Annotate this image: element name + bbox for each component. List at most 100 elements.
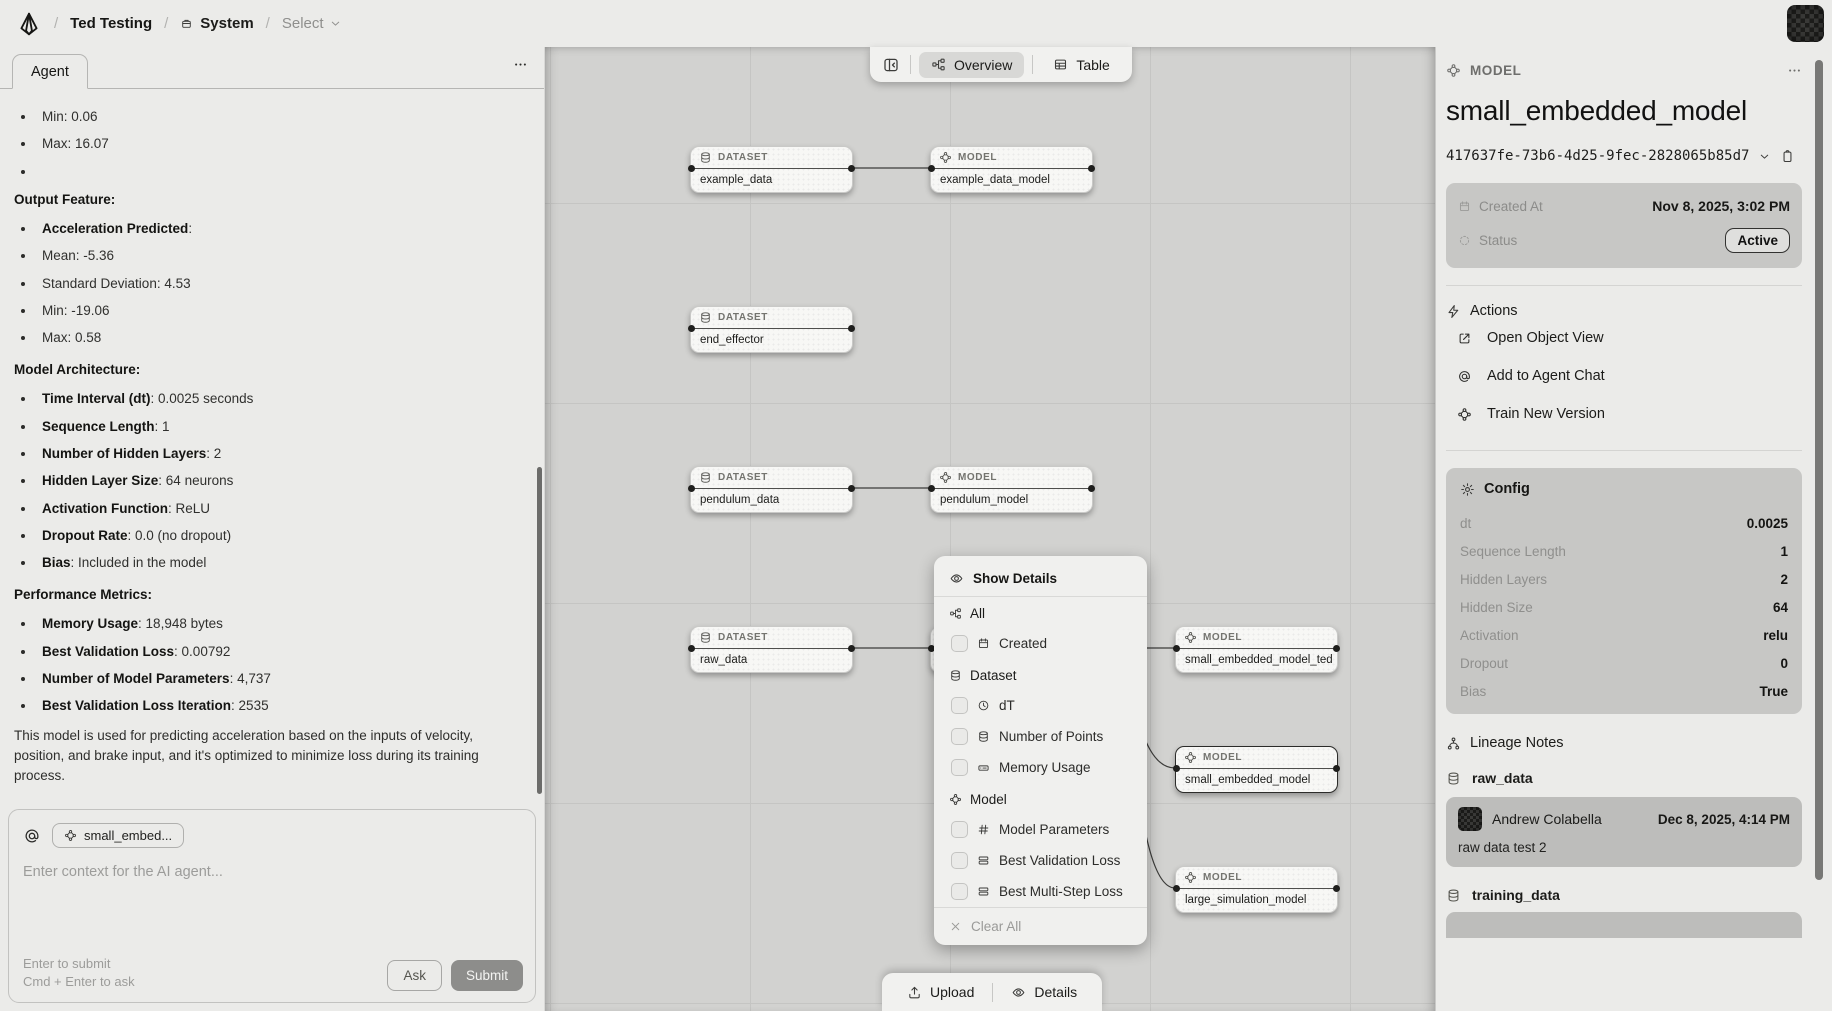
user-avatar[interactable] (1787, 5, 1824, 42)
eye-icon (1011, 985, 1026, 1000)
context-chip[interactable]: small_embed... (52, 823, 185, 848)
at-mention-icon[interactable] (23, 827, 41, 845)
collapse-panel-button[interactable] (880, 53, 902, 77)
copy-icon[interactable] (1780, 149, 1795, 164)
action-add-to-agent-chat[interactable]: Add to Agent Chat (1446, 357, 1802, 395)
edge-port (1173, 765, 1180, 772)
lineage-dataset-raw_data[interactable]: raw_data (1446, 765, 1802, 795)
left-panel-scrollbar[interactable] (537, 467, 542, 794)
config-label: Bias (1460, 683, 1487, 699)
agent-bullet: Dropout Rate: 0.0 (no dropout) (14, 528, 514, 545)
node-type-label: DATASET (718, 312, 768, 323)
ask-button[interactable]: Ask (387, 960, 442, 991)
collapse-panel-icon (882, 56, 900, 74)
checkbox[interactable] (951, 728, 968, 745)
node-type-header: MODEL (931, 147, 1092, 169)
node-raw_data[interactable]: DATASET raw_data (688, 626, 855, 673)
dataset-name: raw_data (1472, 770, 1533, 786)
agent-bullet: Bias: Included in the model (14, 555, 514, 572)
submit-button[interactable]: Submit (450, 960, 523, 991)
breadcrumb-section[interactable]: System (180, 15, 254, 32)
breadcrumb-project[interactable]: Ted Testing (70, 15, 153, 32)
clear-all-button[interactable]: Clear All (934, 908, 1147, 937)
composer-chip-row: small_embed... (23, 823, 521, 848)
breadcrumb-separator: / (54, 15, 59, 32)
action-label: Add to Agent Chat (1487, 368, 1605, 384)
top-bar: / Ted Testing / System / Select (0, 0, 1832, 47)
agent-bullet: Min: 0.06 (14, 109, 514, 126)
object-title: small_embedded_model (1446, 95, 1748, 126)
checkbox[interactable] (951, 635, 968, 652)
hierarchy-icon (1446, 736, 1461, 751)
filter-option-model-parameters[interactable]: Model Parameters (934, 814, 1147, 845)
filter-option-created[interactable]: Created (934, 628, 1147, 659)
tab-overview[interactable]: Overview (919, 51, 1025, 78)
meta-label: Created At (1458, 199, 1543, 214)
action-open-object-view[interactable]: Open Object View (1446, 319, 1802, 357)
agent-section-heading: Model Architecture: (14, 362, 141, 378)
edge-port (1333, 885, 1340, 892)
checkbox[interactable] (951, 852, 968, 869)
checkbox[interactable] (951, 883, 968, 900)
note-author: Andrew Colabella (1492, 811, 1602, 827)
filter-option-number-of-points[interactable]: Number of Points (934, 721, 1147, 752)
system-icon (180, 17, 193, 30)
upload-icon (907, 985, 922, 1000)
gear-icon (1460, 482, 1475, 497)
checkbox[interactable] (951, 759, 968, 776)
checkbox[interactable] (951, 697, 968, 714)
filter-option-best-validation-loss[interactable]: Best Validation Loss (934, 845, 1147, 876)
filter-option-memory-usage[interactable]: Memory Usage (934, 752, 1147, 783)
node-type-header: DATASET (691, 627, 852, 649)
loss-icon (977, 885, 990, 898)
agent-composer[interactable]: small_embed... Enter context for the AI … (8, 809, 536, 1003)
chevron-down-icon[interactable] (1758, 150, 1771, 163)
object-uuid[interactable]: 417637fe-73b6-4d25-9fec-2828065b85d7 (1446, 148, 1750, 164)
edge-port (848, 485, 855, 492)
edge-port (1173, 885, 1180, 892)
agent-bullet: Acceleration Predicted: (14, 221, 514, 238)
checkbox[interactable] (951, 821, 968, 838)
filter-option-dt[interactable]: dT (934, 690, 1147, 721)
details-button[interactable]: Details (999, 979, 1089, 1005)
model-icon (1184, 871, 1197, 884)
edge-port (1173, 645, 1180, 652)
database-icon (1446, 888, 1461, 903)
x-icon (949, 920, 962, 933)
calendar-icon (977, 637, 990, 650)
actions-header: Actions (1446, 303, 1802, 319)
lineage-dataset-training_data[interactable]: training_data (1446, 882, 1802, 912)
node-name-label: raw_data (700, 654, 748, 666)
composer-placeholder[interactable]: Enter context for the AI agent... (23, 864, 223, 880)
edge-port (1333, 765, 1340, 772)
panel-more-icon[interactable] (513, 57, 528, 72)
lightning-icon (1446, 304, 1461, 319)
inspector-header: MODEL (1446, 63, 1802, 78)
inspector-scrollbar[interactable] (1815, 60, 1823, 880)
tab-agent[interactable]: Agent (12, 54, 88, 89)
filter-option-best-multi-step-loss[interactable]: Best Multi-Step Loss (934, 876, 1147, 907)
meta-label: Status (1458, 233, 1517, 248)
action-train-new-version[interactable]: Train New Version (1446, 395, 1802, 433)
tab-table[interactable]: Table (1041, 52, 1121, 78)
breadcrumb-select-dropdown[interactable]: Select (282, 15, 342, 32)
edge-port (848, 645, 855, 652)
inspector-more-icon[interactable] (1787, 63, 1802, 78)
database-icon (1446, 771, 1461, 786)
upload-button[interactable]: Upload (895, 979, 986, 1005)
